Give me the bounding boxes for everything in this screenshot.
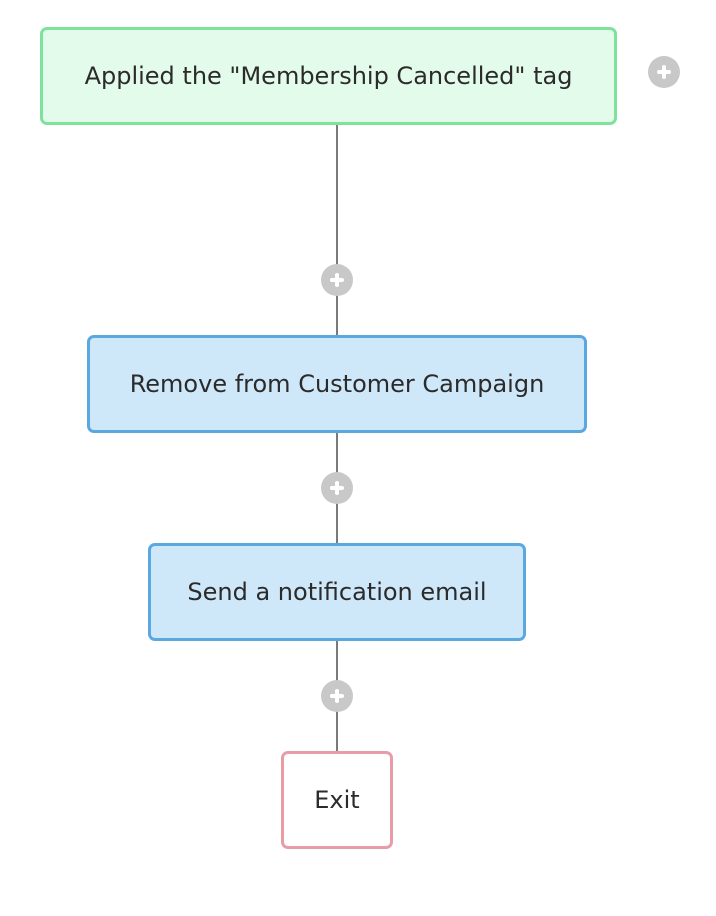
step-node-send-email[interactable]: Send a notification email [148, 543, 526, 641]
step-label: Remove from Customer Campaign [129, 370, 545, 398]
trigger-label: Applied the "Membership Cancelled" tag [84, 62, 573, 90]
connector-line [336, 125, 338, 335]
step-label: Send a notification email [187, 578, 487, 606]
add-branch-plus-icon[interactable] [648, 56, 680, 88]
exit-label: Exit [314, 786, 360, 814]
add-step-plus-icon[interactable] [321, 264, 353, 296]
add-step-plus-icon[interactable] [321, 472, 353, 504]
exit-node[interactable]: Exit [281, 751, 393, 849]
step-node-remove-from-campaign[interactable]: Remove from Customer Campaign [87, 335, 587, 433]
trigger-node[interactable]: Applied the "Membership Cancelled" tag [40, 27, 617, 125]
add-step-plus-icon[interactable] [321, 680, 353, 712]
